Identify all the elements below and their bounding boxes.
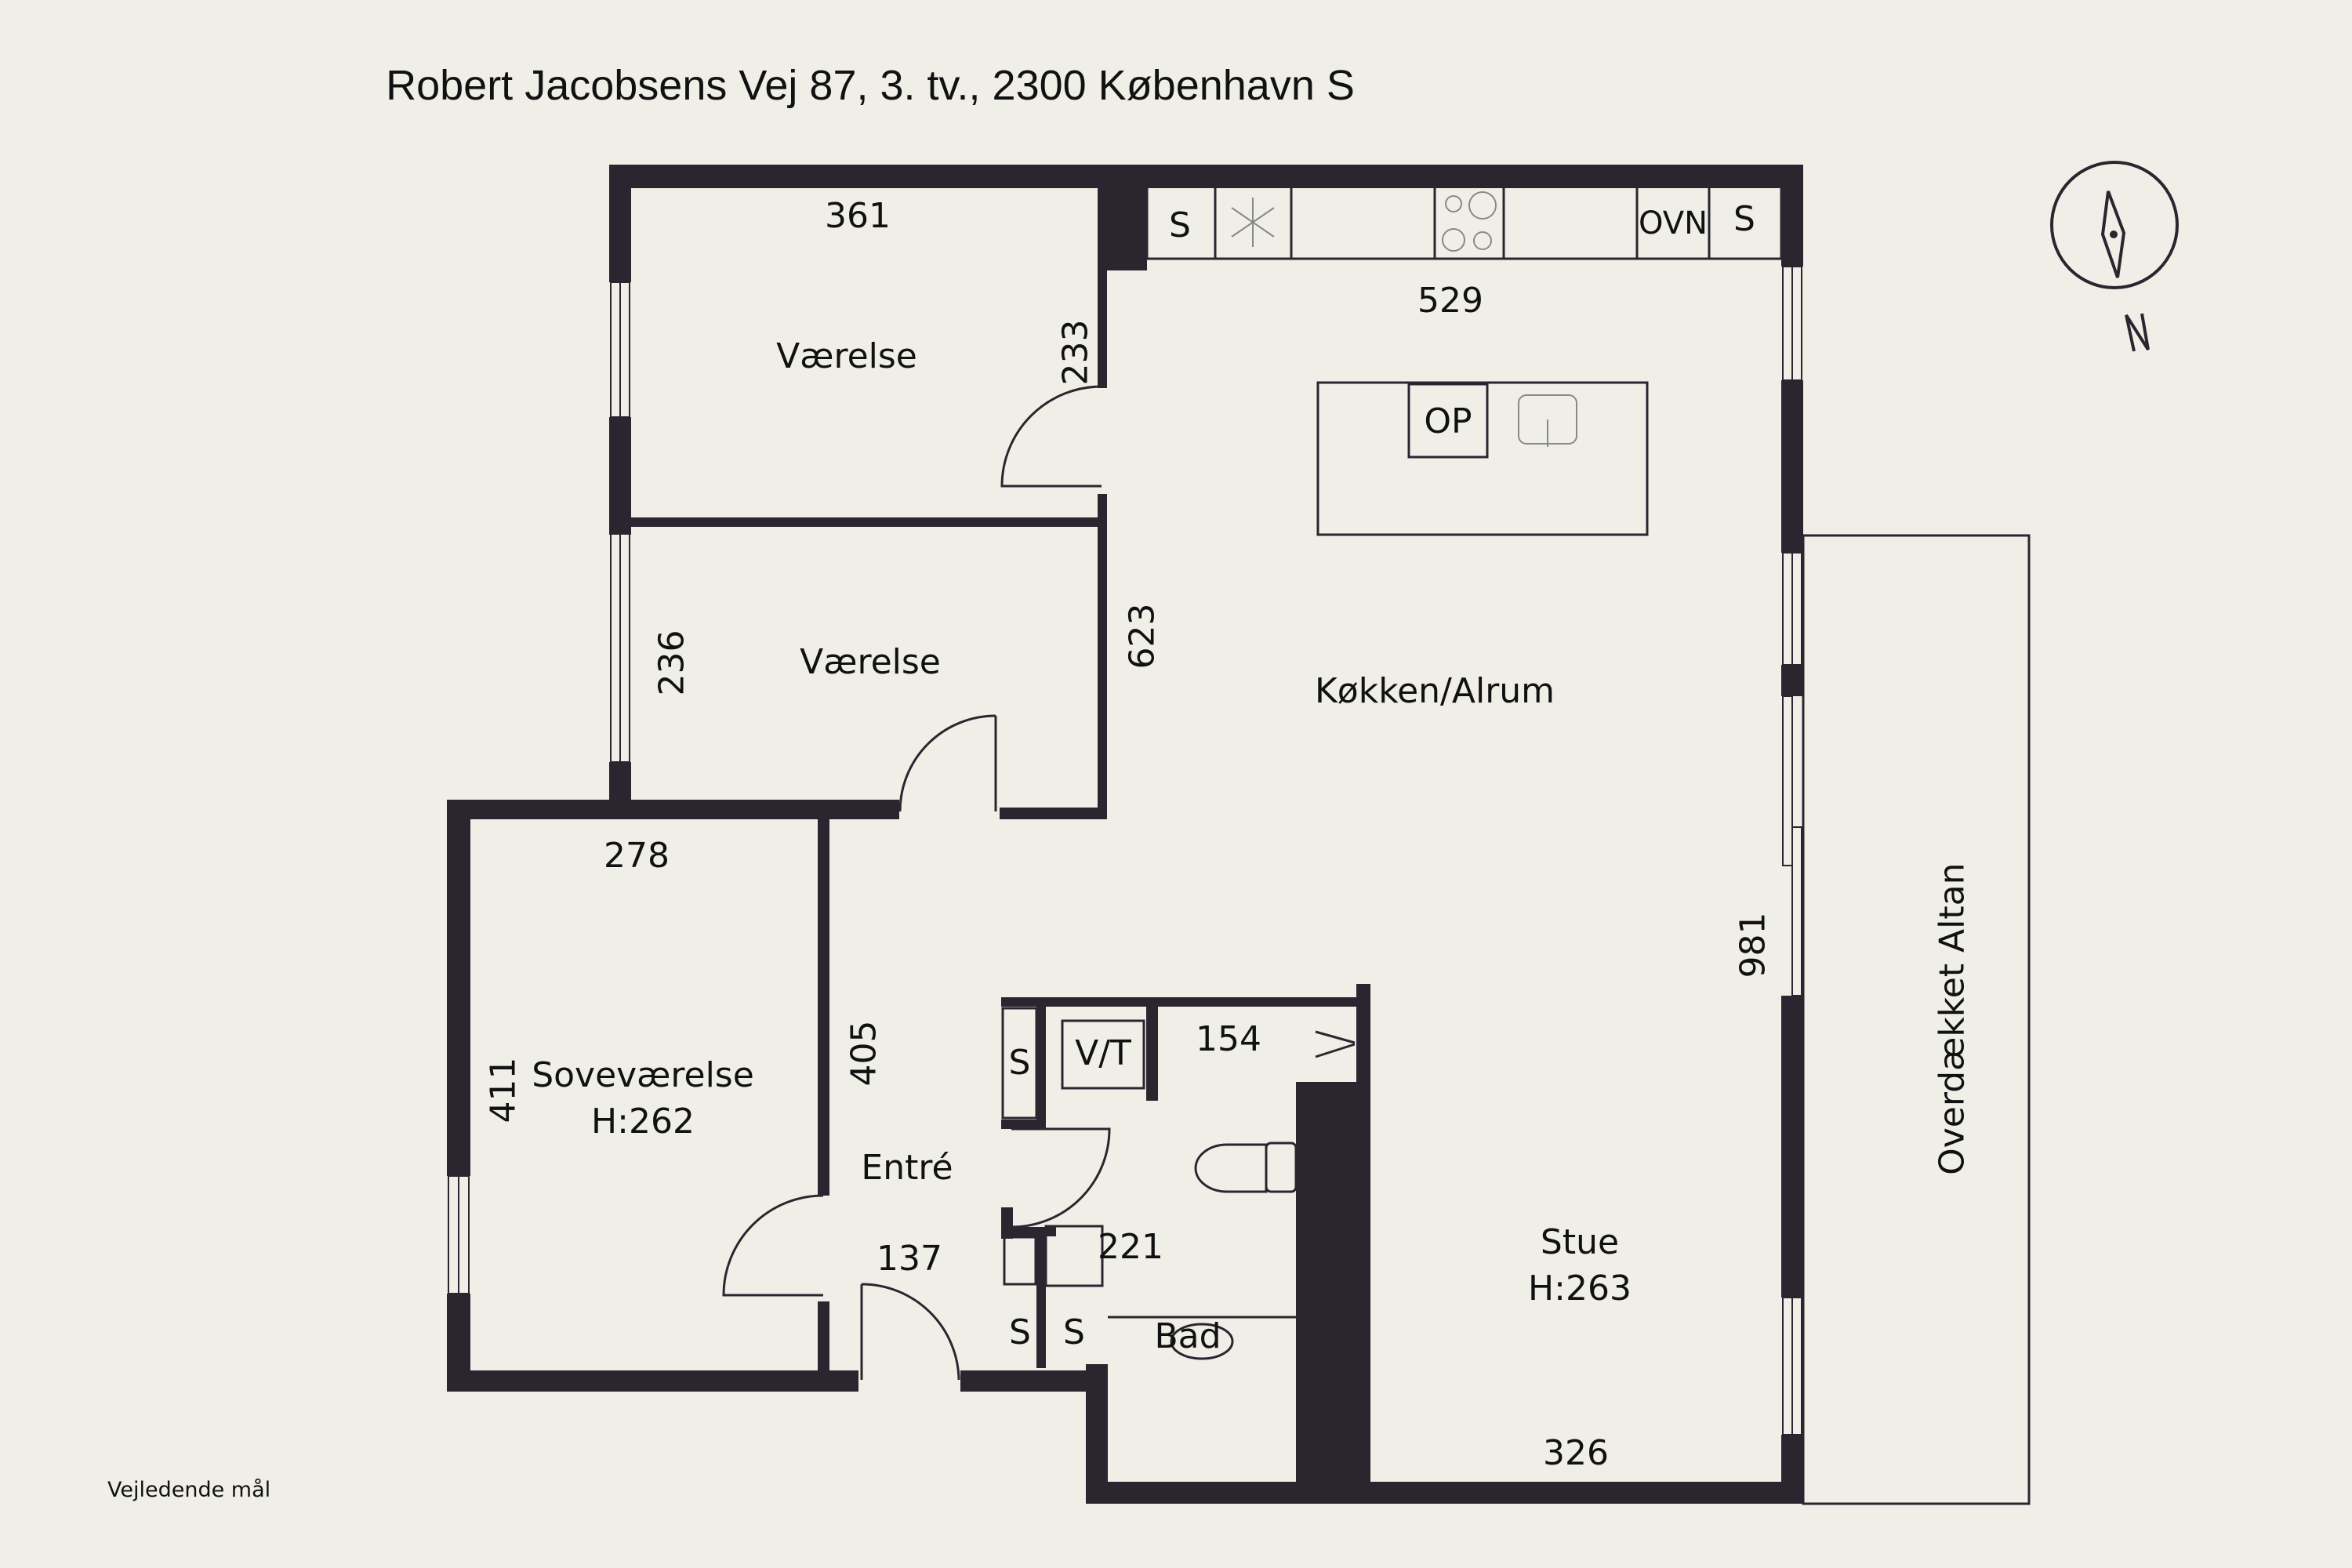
room-entre: Entré: [861, 1148, 953, 1188]
dim-405: 405: [844, 1020, 884, 1087]
room-overdaekket-altan: Overdækket Altan: [1932, 862, 1973, 1175]
dim-233: 233: [1055, 319, 1096, 386]
room-vaerelse-1: Værelse: [776, 336, 917, 376]
room-kitchen-alrum: Køkken/Alrum: [1314, 671, 1555, 711]
doors: [722, 385, 1111, 1381]
bath-cabinet-s: S: [1009, 1312, 1031, 1352]
room-bad: Bad: [1154, 1316, 1221, 1356]
kitchen-cabinet-s: S: [1733, 199, 1755, 239]
dim-221: 221: [1098, 1227, 1163, 1267]
counter: [1145, 184, 2031, 1505]
toilet-icon: [1194, 1142, 1298, 1193]
walls: [447, 165, 1803, 1504]
room-sovevaerelse: Soveværelse H:262: [532, 1055, 754, 1142]
page-title: Robert Jacobsens Vej 87, 3. tv., 2300 Kø…: [386, 62, 1355, 109]
washbasin-icon: [1170, 1323, 1234, 1360]
washer-dryer-label: V/T: [1075, 1033, 1131, 1073]
freezer-icon: [1231, 198, 1275, 247]
room-vaerelse-2: Værelse: [800, 642, 941, 682]
bath-fixtures: [1001, 1007, 1356, 1360]
bath-cabinet-s: S: [1063, 1312, 1085, 1352]
appliance-icons: [1231, 191, 1577, 447]
room-stue: Stue H:263: [1528, 1222, 1632, 1309]
sink-icon: [1518, 394, 1577, 447]
dim-236: 236: [652, 630, 692, 696]
dim-529: 529: [1417, 281, 1483, 321]
dim-361: 361: [825, 196, 891, 236]
bath-cabinet-s: S: [1008, 1043, 1031, 1083]
windows: [448, 266, 1802, 1436]
compass-north-arrow-icon: [2050, 161, 2179, 352]
dim-411: 411: [483, 1057, 524, 1123]
footnote: Vejledende mål: [107, 1478, 271, 1502]
island-op-label: OP: [1424, 401, 1472, 441]
cooktop-icon: [1442, 191, 1497, 252]
dim-154: 154: [1196, 1019, 1261, 1059]
kitchen-cabinet-s: S: [1169, 205, 1191, 245]
dim-981: 981: [1733, 912, 1773, 978]
shower-icon: [1315, 1030, 1356, 1058]
oven-label: OVN: [1639, 205, 1708, 241]
dim-278: 278: [604, 836, 670, 876]
dim-326: 326: [1543, 1433, 1609, 1473]
dim-137: 137: [877, 1239, 942, 1279]
dim-623: 623: [1122, 603, 1163, 670]
compass: [2048, 158, 2181, 365]
